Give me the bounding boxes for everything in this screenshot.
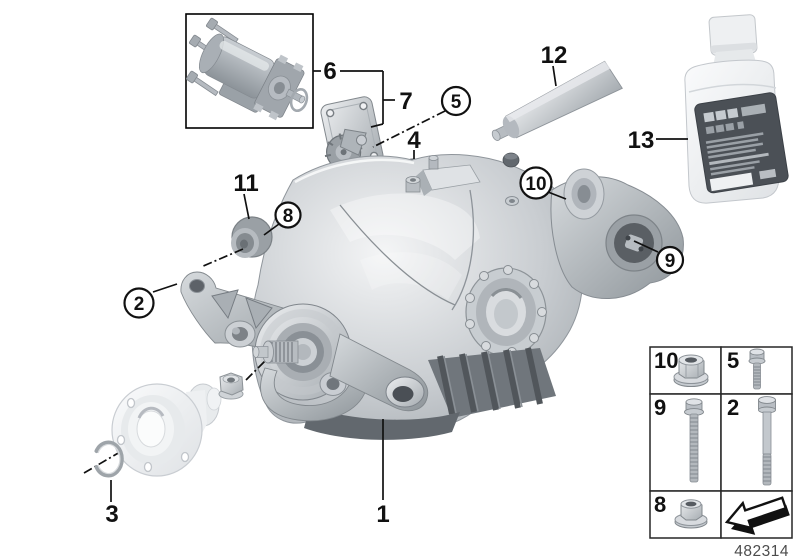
svg-text:9: 9 — [665, 251, 676, 272]
direction-arrow-icon — [724, 496, 790, 535]
svg-text:2: 2 — [134, 294, 145, 315]
support-bracket — [180, 271, 429, 422]
legend-cell-5[interactable]: 5 — [720, 346, 793, 395]
drawing-number: 482314 — [734, 543, 789, 560]
bottle-label — [694, 92, 789, 194]
differential-assembly — [180, 152, 684, 440]
o-ring-seal — [289, 87, 309, 113]
callout-11[interactable]: 11 — [233, 170, 258, 197]
hex-flange-bolt-long-icon — [684, 398, 704, 483]
callout-7[interactable]: 7 — [399, 88, 412, 115]
arm-bushing — [605, 214, 663, 272]
callout-6[interactable]: 6 — [323, 58, 336, 85]
underbody-shadow — [304, 406, 460, 440]
legend-cell-arrow[interactable] — [720, 490, 793, 539]
mounting-bolt-icon — [186, 70, 219, 97]
svg-text:10: 10 — [525, 174, 546, 195]
flange-nut-icon — [673, 354, 709, 387]
bracket-eye-hole — [189, 279, 205, 293]
svg-text:5: 5 — [727, 348, 739, 373]
servomotor-part — [186, 17, 309, 121]
svg-text:10: 10 — [654, 348, 678, 373]
output-flange-part — [111, 383, 222, 477]
legend-cell-8[interactable]: 8 — [649, 490, 722, 539]
hex-bolt-icon — [758, 396, 776, 486]
svg-text:8: 8 — [283, 206, 294, 227]
callout-9[interactable]: 9 — [655, 245, 685, 275]
callout-13[interactable]: 13 — [628, 127, 655, 154]
svg-text:8: 8 — [654, 492, 666, 517]
snap-ring-part — [94, 440, 124, 478]
flange-nut-icon — [674, 499, 708, 529]
collar-nut-part — [218, 372, 244, 400]
svg-text:2: 2 — [727, 395, 739, 420]
svg-text:9: 9 — [654, 395, 666, 420]
bracket-arm-eye-hole — [392, 386, 414, 402]
leader-lines — [110, 65, 688, 502]
motor-body — [198, 33, 306, 121]
callout-12[interactable]: 12 — [541, 42, 568, 69]
hex-flange-bolt-short-icon — [748, 348, 766, 390]
legend-cell-10[interactable]: 10 — [649, 346, 722, 395]
bottle-cap — [708, 14, 758, 56]
callout-1[interactable]: 1 — [376, 501, 389, 528]
legend-cell-9[interactable]: 9 — [649, 393, 722, 492]
bracket-hub — [224, 320, 256, 348]
sleeve-part — [491, 60, 623, 141]
svg-text:5: 5 — [451, 92, 462, 113]
callout-4[interactable]: 4 — [407, 127, 421, 154]
callout-10[interactable]: 10 — [519, 166, 553, 200]
vent-boss — [405, 176, 421, 193]
mounting-bolt-icon — [206, 17, 239, 44]
callout-3[interactable]: 3 — [105, 501, 118, 528]
cooling-fins — [428, 347, 556, 418]
rubber-buffer — [502, 152, 520, 168]
stud-boss — [428, 155, 439, 170]
callout-5[interactable]: 5 — [440, 85, 472, 117]
oil-bottle-part — [684, 14, 789, 204]
callout-8[interactable]: 8 — [274, 201, 302, 229]
arm-collar — [563, 168, 605, 220]
output-shaft-splines — [252, 340, 299, 364]
legend-cell-2[interactable]: 2 — [720, 393, 793, 492]
actuator-flange-part — [320, 96, 384, 172]
callouts: 1 3 4 6 7 11 12 13 2 5 8 9 10 — [105, 42, 685, 528]
callout-2[interactable]: 2 — [123, 287, 155, 319]
fastener-legend-table: 10 5 — [649, 346, 793, 560]
rear-cover-opening — [465, 265, 547, 357]
